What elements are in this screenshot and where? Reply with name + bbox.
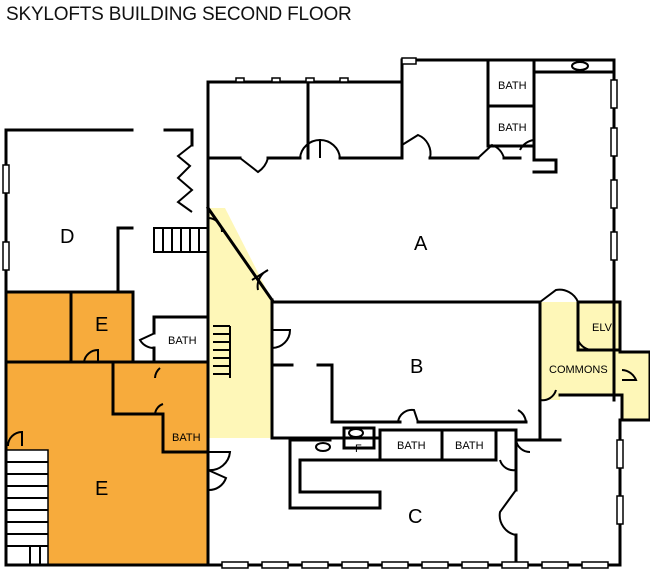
fixtures: [315, 61, 589, 452]
stairs-commons: [213, 325, 231, 378]
room-b-label: B: [410, 356, 423, 378]
stairs-upper: [153, 227, 209, 253]
elv-label: ELV: [592, 322, 613, 334]
bath-e-small-label: BATH: [172, 432, 201, 444]
door-swings: [7, 133, 638, 536]
common-area-fill: [208, 208, 650, 438]
plan-title: SKYLOFTS BUILDING SECOND FLOOR: [6, 4, 352, 25]
walls: [4, 58, 650, 567]
room-a-label: A: [414, 233, 428, 255]
room-e-upper-label: E: [95, 314, 108, 336]
f-label: F: [355, 443, 362, 455]
bath-e-label: BATH: [168, 335, 197, 347]
bath-top-2-label: BATH: [498, 122, 527, 134]
bath-mid-2-label: BATH: [455, 440, 484, 452]
room-e-lower-label: E: [95, 478, 108, 500]
room-c-label: C: [408, 506, 422, 528]
windows: [2, 57, 624, 569]
bath-top-1-label: BATH: [498, 80, 527, 92]
commons-label: COMMONS: [549, 364, 608, 376]
bath-mid-1-label: BATH: [397, 440, 426, 452]
stairs-lower-left: [5, 449, 49, 566]
room-d-label: D: [60, 226, 74, 248]
